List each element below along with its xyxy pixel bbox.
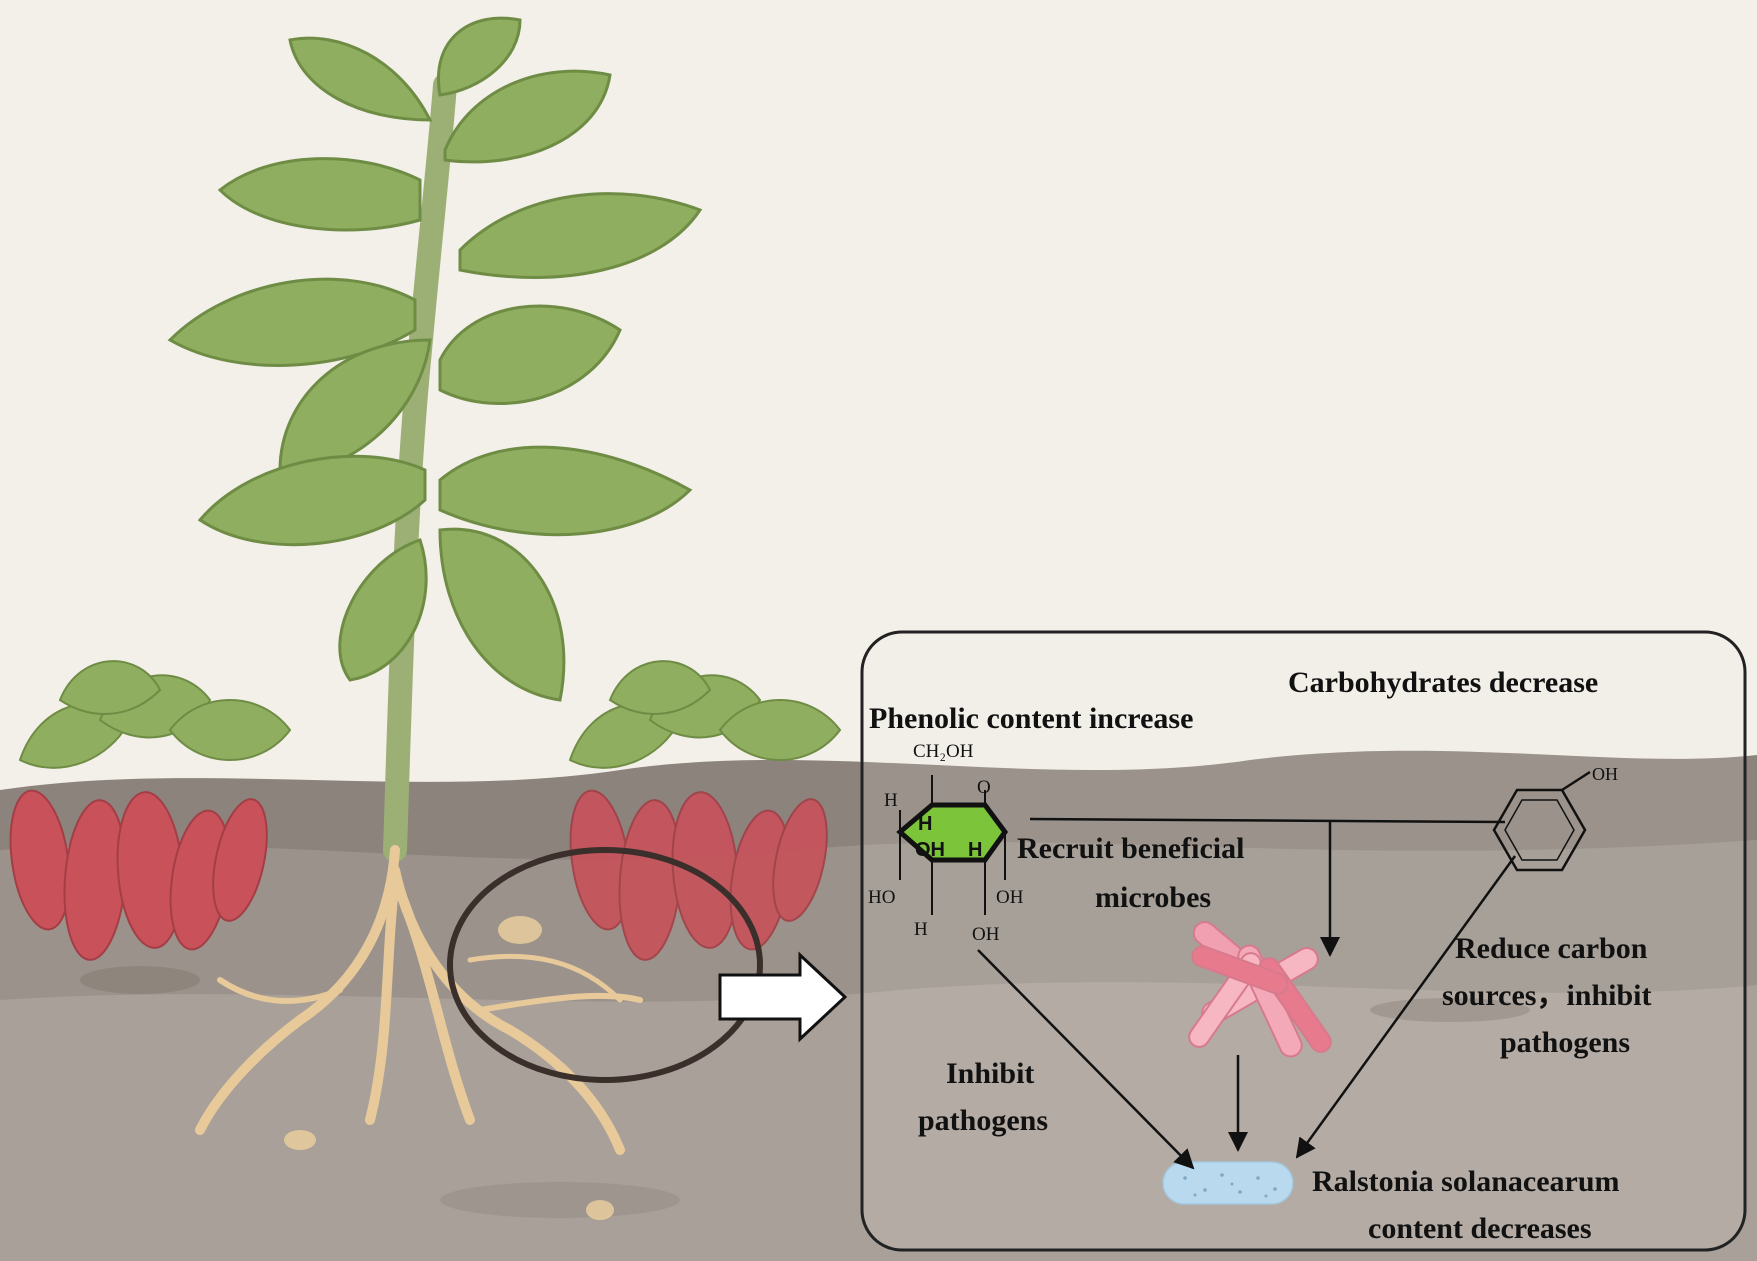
mechanism-panel [860, 630, 1747, 1252]
sweet-potato-cluster-right [568, 660, 842, 961]
leaf-icon [458, 192, 703, 279]
h-right-label: H [968, 839, 982, 861]
leaf-icon [217, 157, 422, 232]
oh-right-label: OH [996, 887, 1024, 908]
recruit-label-line1: Recruit beneficial [1017, 832, 1244, 865]
roots [195, 845, 643, 1155]
soil [0, 750, 1757, 1261]
pathogen-dots [1183, 1173, 1277, 1198]
leaf-icon [438, 527, 566, 702]
reduce-label-line3: pathogens [1500, 1026, 1630, 1059]
glucose-structure: CH₂OH O H H OH H HO OH H OH [868, 741, 1024, 945]
leaf-icon [197, 454, 427, 547]
mechanism-arrows [977, 821, 1517, 1170]
leaf-icon [438, 304, 622, 405]
reduce-label-line1: Reduce carbon [1455, 932, 1648, 965]
reduce-label-line2: sources，inhibit [1442, 979, 1652, 1012]
beneficial-microbes-icon [1188, 921, 1332, 1058]
leaf-icon [443, 69, 612, 164]
phenolic-label: Phenolic content increase [869, 702, 1193, 735]
ralstonia-pathogen-icon [1162, 1161, 1294, 1205]
leaf-icon [438, 445, 693, 537]
inhibit-label-line2: pathogens [918, 1104, 1048, 1137]
carbohydrates-label: Carbohydrates decrease [1288, 666, 1598, 699]
phenol-structure: OH [1492, 764, 1618, 872]
oh-bottom-label: OH [972, 924, 1000, 945]
sweet-potato-cluster-left [9, 660, 292, 961]
ho-left-label: HO [868, 887, 895, 908]
leaf-icon [338, 538, 428, 682]
recruit-label-line2: microbes [1095, 881, 1211, 914]
inhibit-label-line1: Inhibit [946, 1057, 1034, 1090]
leaf-icon [288, 36, 433, 122]
leaf-icon [437, 16, 522, 97]
oh-inner-label: OH [915, 839, 945, 861]
ch2oh-label: CH₂OH [913, 741, 974, 762]
connector-line [1029, 817, 1506, 824]
h-bottom-label: H [914, 919, 928, 940]
arrow-glucose-to-pathogen [977, 949, 1195, 1170]
zoom-arrow-icon [718, 951, 848, 1043]
arrow-phenol-to-pathogen [1295, 855, 1517, 1159]
h-left-label: H [884, 790, 898, 811]
ralstonia-label-line1: Ralstonia solanacearum [1312, 1165, 1620, 1198]
ring-oxygen-label: O [977, 777, 991, 798]
main-plant [167, 16, 703, 1220]
ralstonia-label-line2: content decreases [1368, 1212, 1592, 1245]
rhizosphere-circle [447, 847, 763, 1083]
phenol-oh-label: OH [1592, 764, 1618, 784]
h-inner-label: H [918, 813, 932, 835]
